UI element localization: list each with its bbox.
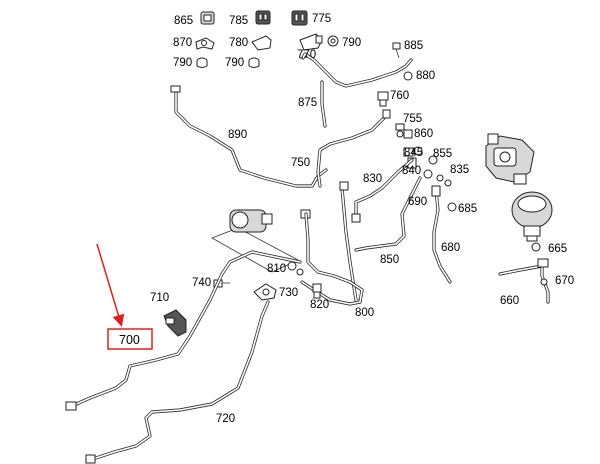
- grommet-790c-icon: [248, 57, 260, 68]
- fitting-820-icon: [312, 283, 322, 299]
- callout-890: 890: [228, 129, 247, 141]
- callout-710: 710: [150, 292, 169, 304]
- callout-830: 830: [363, 173, 382, 185]
- callout-875: 875: [298, 97, 317, 109]
- fitting-760-icon: [377, 91, 389, 107]
- callout-850: 850: [380, 254, 399, 266]
- grommet-790-icon: [327, 35, 339, 47]
- grommet-790b-icon: [196, 57, 208, 68]
- callout-760: 760: [390, 90, 409, 102]
- callout-785: 785: [229, 15, 248, 27]
- clamp-730-icon: [253, 283, 277, 301]
- callout-820: 820: [310, 299, 329, 311]
- fitting-690-icon: [431, 185, 441, 197]
- callout-770: 770: [297, 49, 316, 61]
- callout-855: 855: [433, 148, 452, 160]
- fitting-700-end-icon: [65, 401, 77, 411]
- pump-icon: [485, 133, 535, 185]
- callout-665: 665: [548, 243, 567, 255]
- callout-790-mid: 790: [225, 57, 244, 69]
- callout-880: 880: [416, 70, 435, 82]
- oring-880-icon: [403, 71, 413, 81]
- callout-865: 865: [174, 15, 193, 27]
- fitting-750-icon: [382, 109, 391, 119]
- callout-670: 670: [555, 275, 574, 287]
- fitting-860-icon: [403, 129, 413, 139]
- line-875: [301, 52, 413, 88]
- connector-710-icon: [163, 309, 187, 337]
- callout-780: 780: [229, 37, 248, 49]
- callout-775: 775: [312, 13, 331, 25]
- callout-860: 860: [414, 128, 433, 140]
- callout-840: 840: [402, 165, 421, 177]
- fitting-830b-icon: [351, 213, 361, 223]
- callout-755: 755: [403, 113, 422, 125]
- callout-810: 810: [267, 263, 286, 275]
- callout-730: 730: [279, 287, 298, 299]
- fitting-670-icon: [537, 258, 549, 268]
- oring-835c-icon: [444, 179, 452, 187]
- oring-835b-icon: [436, 174, 444, 182]
- oring-845-icon: [428, 155, 438, 165]
- callout-700: 700: [119, 333, 140, 347]
- clip-775-icon: [291, 10, 308, 26]
- oring-665-icon: [531, 242, 541, 252]
- oring-685-icon: [447, 202, 457, 212]
- callout-720: 720: [216, 413, 235, 425]
- callout-800: 800: [355, 307, 374, 319]
- bracket-870-icon: [195, 37, 215, 50]
- callout-660: 660: [500, 295, 519, 307]
- bolt-885-icon: [392, 42, 401, 59]
- fitting-890-end-icon: [170, 85, 181, 93]
- callout-835: 835: [450, 164, 469, 176]
- oring-810-icon: [287, 261, 297, 271]
- bracket-780-icon: [251, 35, 272, 51]
- fitting-720-end-icon: [85, 454, 96, 464]
- accumulator-icon: [511, 191, 553, 242]
- bracket-770-icon: [299, 33, 323, 51]
- line-850: [354, 176, 422, 252]
- clip-865-icon: [200, 11, 215, 25]
- callout-790-top: 790: [342, 37, 361, 49]
- oring-835-icon: [423, 169, 433, 179]
- fitting-830-icon: [339, 181, 349, 191]
- callout-690: 690: [408, 196, 427, 208]
- callout-750: 750: [291, 157, 310, 169]
- clip-785-icon: [255, 10, 271, 25]
- callout-845: 845: [404, 147, 423, 159]
- oring-810b-icon: [296, 268, 304, 276]
- highlight-box: [107, 328, 153, 350]
- callout-740: 740: [192, 277, 211, 289]
- callout-680: 680: [441, 242, 460, 254]
- fitting-855-icon: [403, 146, 423, 157]
- callout-870: 870: [173, 37, 192, 49]
- oring-670-icon: [540, 278, 548, 286]
- callout-885: 885: [404, 40, 423, 52]
- callout-790-left: 790: [173, 57, 192, 69]
- callout-685: 685: [458, 203, 477, 215]
- highlight-arrow: [96, 243, 125, 327]
- fitting-755-icon: [395, 123, 405, 138]
